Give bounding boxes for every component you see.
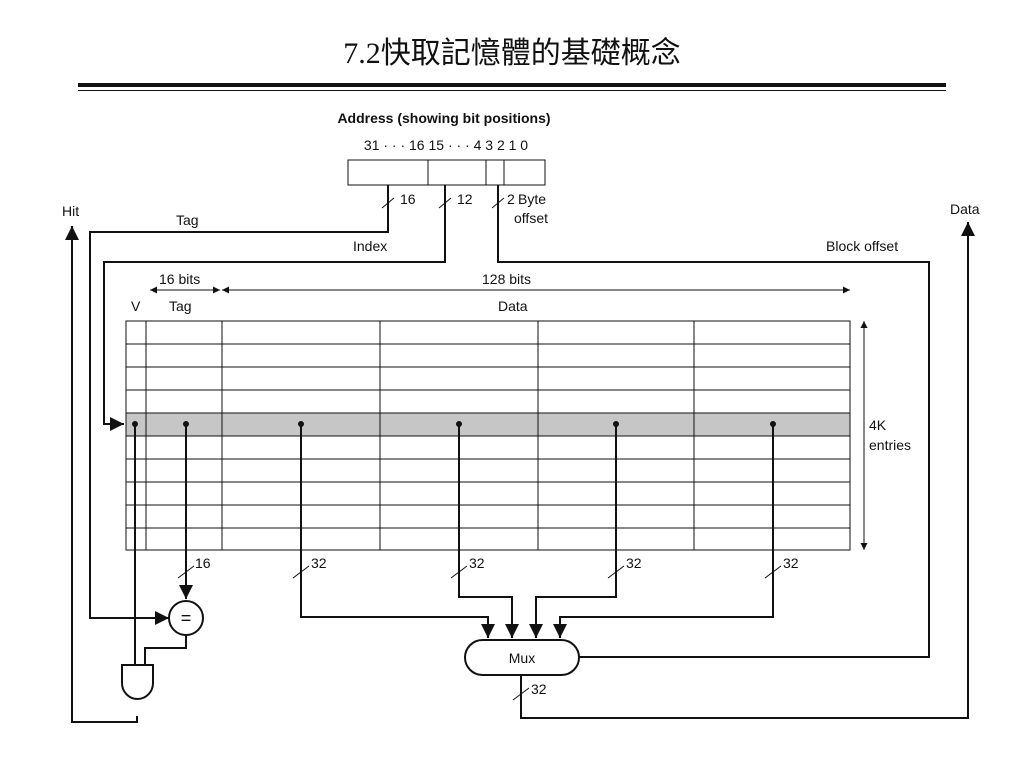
tag-column-label: Tag [169, 298, 192, 314]
word-width-3: 32 [783, 555, 799, 571]
byte-offset-label-1: Byte [518, 191, 546, 207]
mux-out-width: 32 [531, 681, 547, 697]
data-output-label: Data [950, 201, 980, 217]
word-wire-3 [553, 424, 774, 638]
data-column-label: Data [498, 298, 528, 314]
comparator-symbol: = [181, 608, 192, 628]
mux [464, 639, 580, 676]
stored-tag-width: 16 [195, 555, 211, 571]
tag-width-slash [381, 197, 395, 209]
entries-label-1: 4K [869, 417, 887, 433]
entries-label-2: entries [869, 437, 911, 453]
word-width-2: 32 [626, 555, 642, 571]
word-wire-1 [458, 424, 519, 638]
index-label: Index [353, 238, 387, 254]
data-bits-label: 128 bits [482, 271, 531, 287]
title-rule-thick [78, 83, 946, 87]
data-out-wire [520, 222, 975, 719]
byte-offset-slash [491, 197, 505, 209]
address-bit-positions: 31 · · · 16 15 · · · 4 3 2 1 0 [364, 137, 528, 153]
and-gate [121, 664, 154, 700]
word-width-slash-0 [292, 565, 310, 579]
mux-label: Mux [509, 650, 535, 666]
mux-out-width-slash [512, 687, 530, 701]
hit-label: Hit [62, 203, 79, 219]
address-register [347, 159, 546, 186]
byte-offset-width: 2 [507, 191, 515, 207]
slide-title: 7.2快取記憶體的基礎概念 [343, 37, 681, 70]
word-wire-2 [529, 424, 617, 638]
word-width-0: 32 [311, 555, 327, 571]
cache-table-column-lines [145, 321, 695, 550]
word-width-slash-3 [764, 565, 782, 579]
word-width-slash-2 [607, 565, 625, 579]
selected-cache-row [126, 413, 850, 436]
word-wire-0 [300, 424, 495, 638]
index-field-width: 12 [457, 191, 473, 207]
word-width-slash-1 [450, 565, 468, 579]
address-title: Address (showing bit positions) [337, 110, 550, 126]
stored-tag-width-slash [177, 565, 195, 579]
tag-label: Tag [176, 212, 199, 228]
block-offset-wire [497, 185, 930, 658]
index-wire [103, 185, 446, 431]
tag-field-width: 16 [400, 191, 416, 207]
cache-table-row-lines [126, 343, 850, 529]
tag-bits-label: 16 bits [159, 271, 200, 287]
compare-result-wire [144, 635, 187, 665]
block-offset-label: Block offset [826, 238, 898, 254]
title-rule-thin [78, 90, 946, 91]
tag-wire [89, 185, 389, 625]
valid-column-label: V [131, 298, 141, 314]
word-width-1: 32 [469, 555, 485, 571]
byte-offset-label-2: offset [514, 210, 548, 226]
hit-wire [65, 226, 138, 723]
index-width-slash [438, 197, 452, 209]
